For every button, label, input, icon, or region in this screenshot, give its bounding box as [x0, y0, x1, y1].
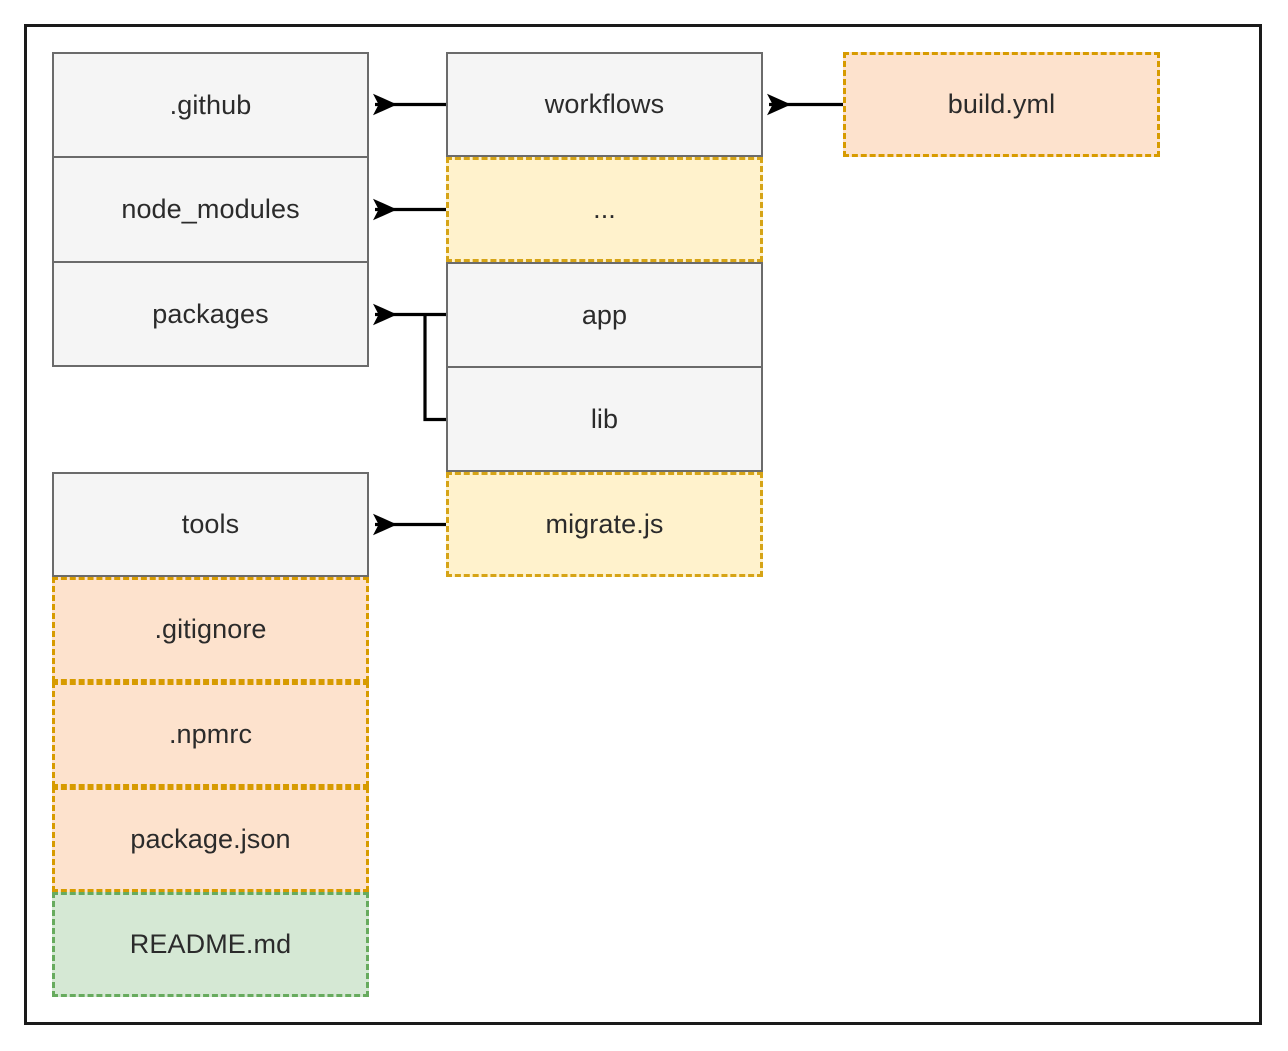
node-label: lib — [590, 403, 619, 434]
node-label: app — [581, 299, 628, 330]
node-github[interactable]: .github — [52, 52, 369, 157]
node-label: package.json — [130, 824, 291, 854]
node-label: .npmrc — [168, 719, 253, 749]
node-label: ... — [593, 194, 616, 224]
node-label: .github — [169, 89, 252, 120]
node-label: README.md — [129, 929, 292, 959]
node-npmrc[interactable]: .npmrc — [52, 682, 369, 787]
node-ellipsis[interactable]: ... — [446, 157, 763, 262]
node-tools[interactable]: tools — [52, 472, 369, 577]
node-lib[interactable]: lib — [446, 367, 763, 472]
node-label: workflows — [544, 89, 665, 119]
node-workflows[interactable]: workflows — [446, 52, 763, 157]
node-package-json[interactable]: package.json — [52, 787, 369, 892]
node-packages[interactable]: packages — [52, 262, 369, 367]
node-label: packages — [152, 298, 269, 329]
node-readme[interactable]: README.md — [52, 892, 369, 997]
node-build-yml[interactable]: build.yml — [843, 52, 1160, 157]
node-label: node_modules — [121, 194, 300, 224]
node-label: build.yml — [947, 89, 1056, 119]
node-label: .gitignore — [154, 614, 267, 644]
node-migrate-js[interactable]: migrate.js — [446, 472, 763, 577]
node-gitignore[interactable]: .gitignore — [52, 577, 369, 682]
node-label: tools — [181, 509, 240, 539]
node-node-modules[interactable]: node_modules — [52, 157, 369, 262]
node-app[interactable]: app — [446, 262, 763, 367]
node-label: migrate.js — [545, 509, 664, 539]
